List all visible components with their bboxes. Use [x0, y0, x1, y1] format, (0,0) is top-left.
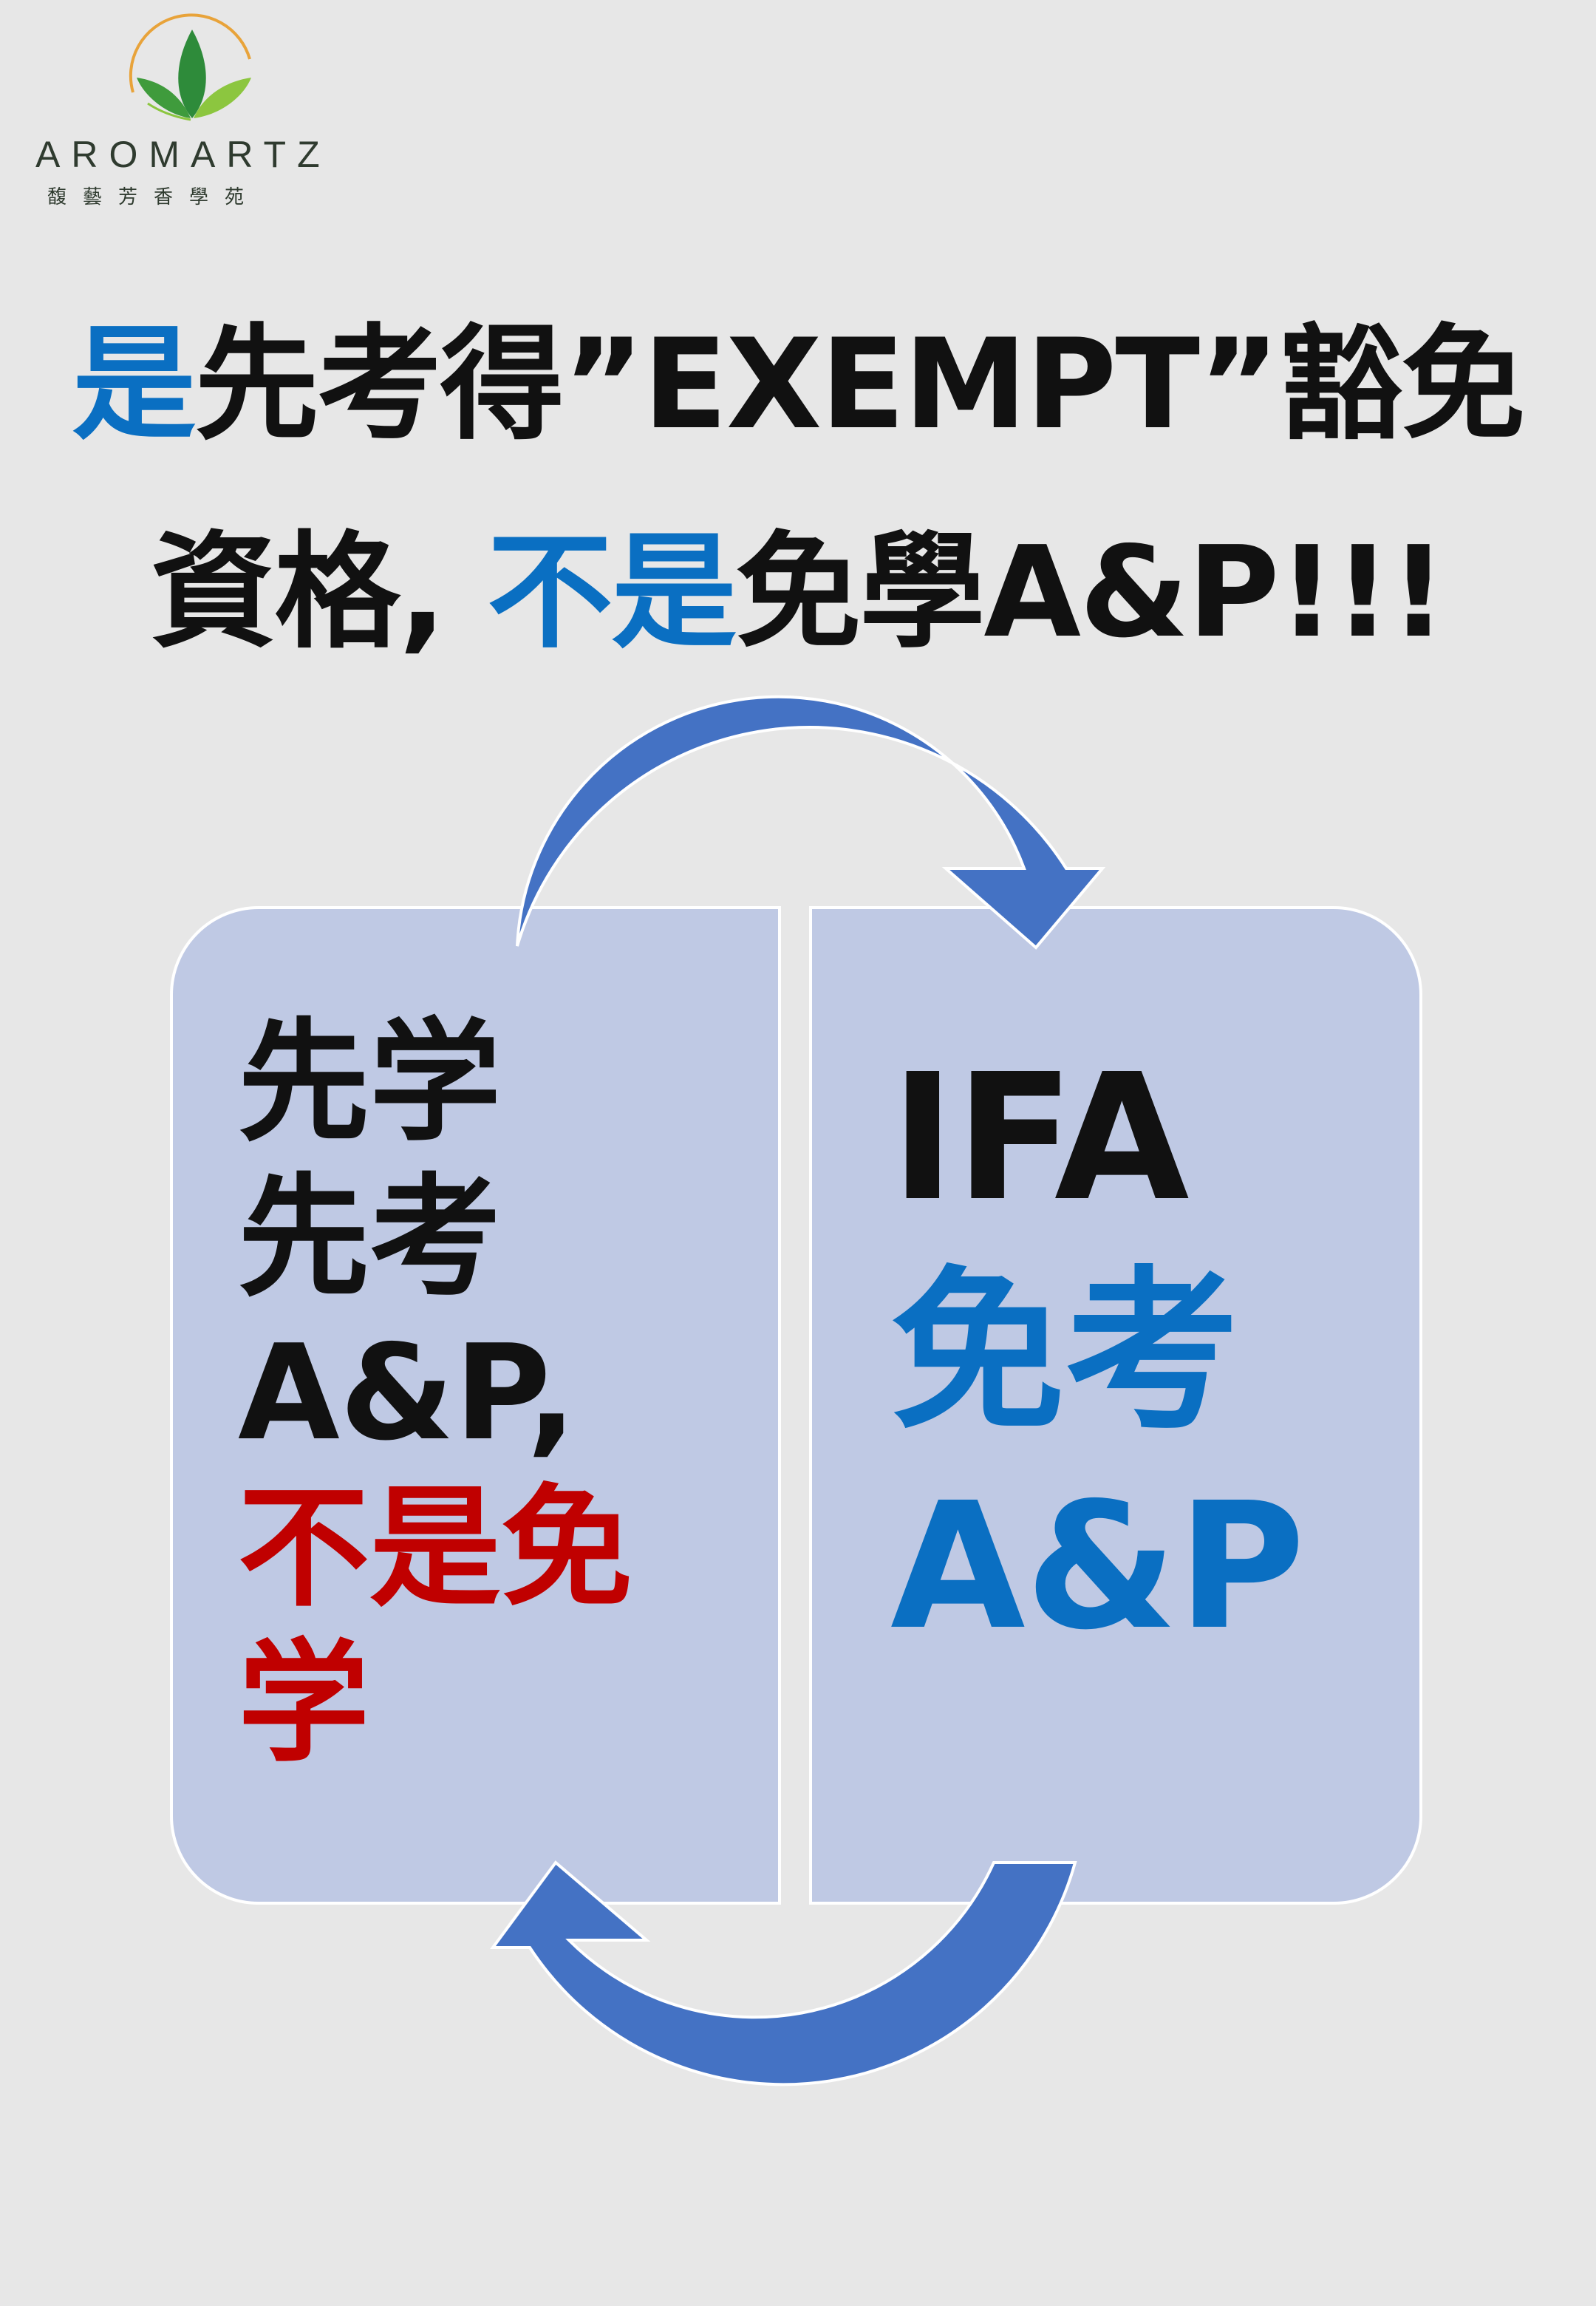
headline-highlight-yes: 是: [72, 312, 197, 457]
headline-line-2-suffix: 免學A&P!!!: [735, 520, 1447, 666]
left-red-line-1: 不是免: [238, 1472, 632, 1625]
headline-line-2: 資格, 不是免學A&P!!!: [0, 526, 1596, 659]
bottom-cycle-arrow: [490, 1860, 1077, 2086]
right-blue-line-2: A&P: [890, 1465, 1306, 1668]
headline-line-1-rest: 先考得”EXEMPT”豁免: [194, 312, 1526, 457]
left-red-line-2: 学: [238, 1627, 369, 1780]
right-box: [809, 906, 1422, 1905]
leaf-logo-icon: [129, 13, 251, 121]
ifa-title: IFA: [890, 1036, 1190, 1239]
brand-name: AROMARTZ: [35, 134, 331, 175]
left-box-text: 先学 先考 A&P, 不是免 学: [238, 1005, 632, 1781]
right-blue-line-1: 免考: [890, 1251, 1240, 1454]
left-line-1: 先学: [238, 1006, 501, 1159]
left-line-2: 先考: [238, 1161, 501, 1314]
headline-line-1: 是先考得”EXEMPT”豁免: [0, 318, 1596, 451]
headline-line-2-prefix: 資格,: [150, 520, 488, 666]
left-line-3: A&P,: [238, 1316, 577, 1469]
aromartz-logo: AROMARTZ 馥藝芳香學苑: [30, 7, 325, 208]
headline-highlight-not: 不是: [487, 520, 737, 666]
top-cycle-arrow: [516, 695, 1106, 950]
brand-chinese-name: 馥藝芳香學苑: [47, 186, 261, 208]
right-box-text: IFA 免考 A&P: [890, 1031, 1305, 1674]
left-box: [170, 906, 781, 1905]
